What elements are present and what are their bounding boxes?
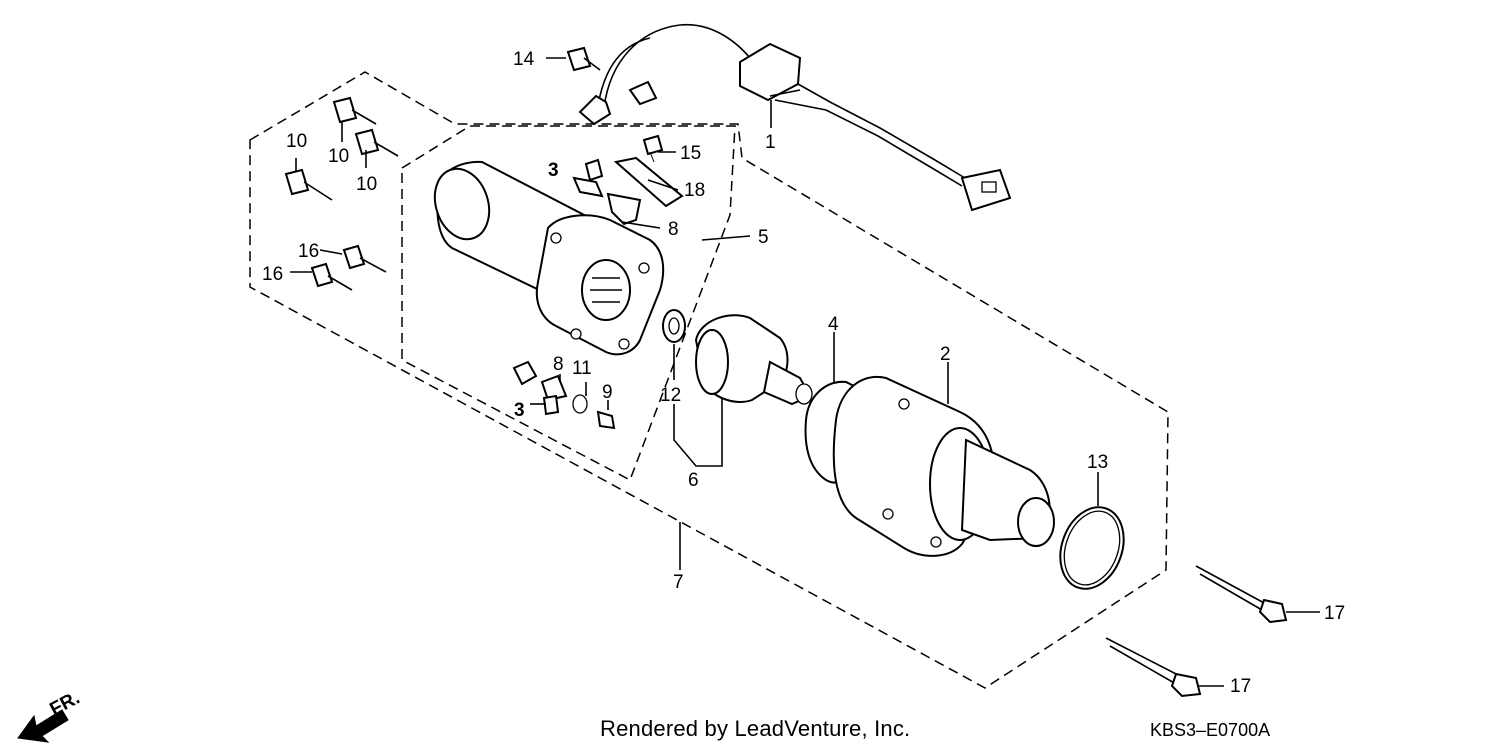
callout-8-bottom: 8 [553,354,564,375]
callout-9: 9 [602,382,613,403]
screw-15 [642,134,664,163]
bolts-16 [310,244,387,291]
callout-10-b: 10 [286,131,307,152]
wire-harness [578,23,1012,212]
callout-3-top: 3 [548,160,559,181]
washer-12 [662,309,686,343]
gear-housing-2 [832,375,1055,557]
leader-lines [290,57,1320,687]
starter-motor [433,160,665,356]
diagram-code: KBS3–E0700A [1150,720,1271,740]
front-direction-arrow-icon: FR. [17,688,83,743]
credit-line: Rendered by LeadVenture, Inc. [600,716,911,741]
bolts-10 [284,96,399,201]
callout-16-a: 16 [298,241,319,262]
callout-10-a: 10 [328,146,349,167]
callout-4: 4 [828,314,839,335]
bolts-17 [1105,565,1288,698]
callout-14: 14 [513,49,535,70]
o-ring-13 [1059,506,1125,590]
callout-18: 18 [684,180,705,201]
callout-8-top: 8 [668,219,679,240]
callout-5: 5 [758,227,769,248]
callout-6: 6 [688,470,699,491]
brush-parts [512,158,616,430]
callout-15: 15 [680,143,701,164]
callout-2: 2 [940,344,951,365]
callout-16-b: 16 [262,264,283,285]
callout-17-a: 17 [1324,603,1345,624]
assembly-7-boundary [249,71,1169,689]
callout-11: 11 [572,358,592,379]
callout-7: 7 [673,572,684,593]
front-direction-label: FR. [46,688,83,721]
starter-drive-6 [694,314,813,406]
callout-labels: 1 2 3 3 4 5 6 7 8 8 9 10 10 10 11 12 13 … [262,49,1345,697]
assembly-5-boundary [401,125,736,482]
callout-12: 12 [660,385,681,406]
callout-3-bottom: 3 [514,400,525,421]
callout-1: 1 [765,132,776,153]
callout-10-c: 10 [356,174,377,195]
brush-plate-18 [613,156,684,208]
callout-17-b: 17 [1230,676,1251,697]
screw-14 [566,46,601,72]
callout-13: 13 [1087,452,1108,473]
